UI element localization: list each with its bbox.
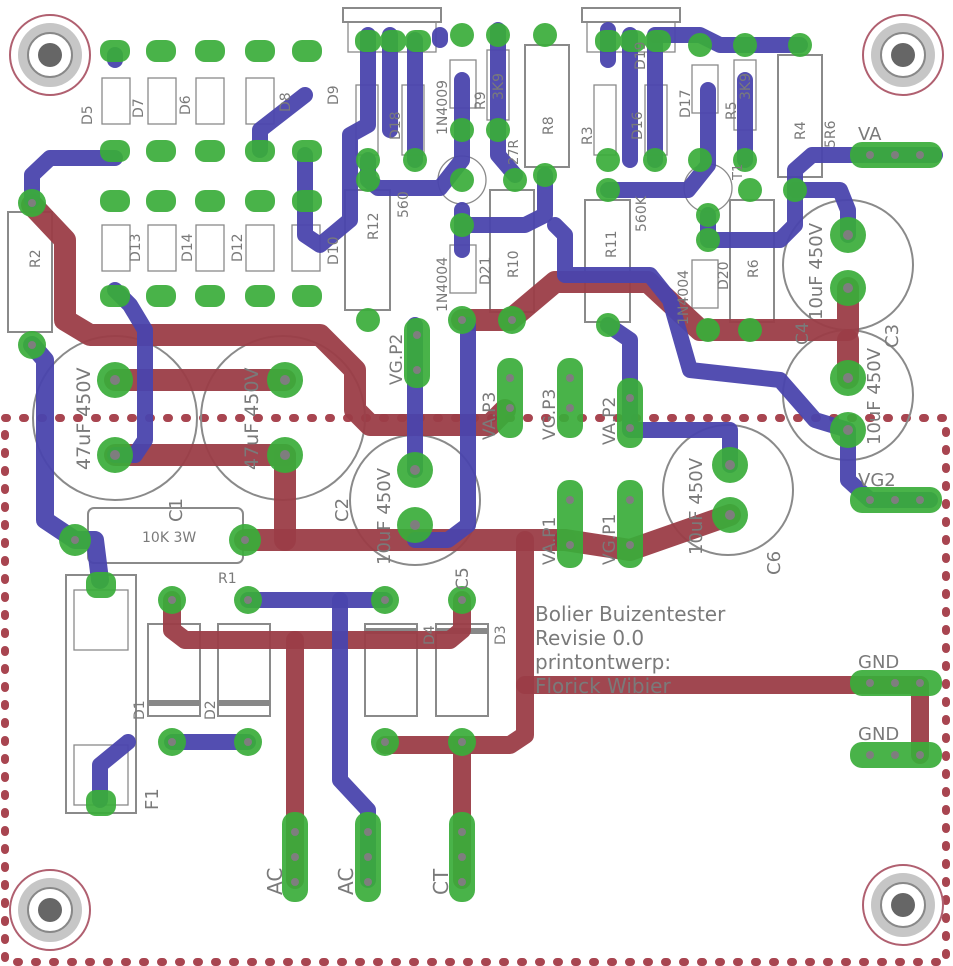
r11-label: R11 bbox=[604, 230, 620, 258]
r5-label: R5 bbox=[724, 101, 740, 120]
connector-label-ac-2: AC bbox=[334, 868, 358, 895]
d19-label: D19 bbox=[633, 41, 649, 70]
d6-label: D6 bbox=[178, 95, 194, 115]
net-label-va-p2: VA.P2 bbox=[600, 397, 620, 445]
d21-label: D21 bbox=[478, 256, 494, 285]
pads-layer bbox=[18, 23, 942, 902]
r1-value-label: 10K 3W bbox=[142, 530, 196, 546]
fuse-f1-label: F1 bbox=[142, 788, 163, 810]
net-label-va-p3: VA.P3 bbox=[480, 392, 500, 440]
c5-value-label: 10uF 450V bbox=[374, 467, 395, 565]
net-label-va-p1: VA.P1 bbox=[540, 517, 560, 565]
d17-label: D17 bbox=[678, 89, 694, 118]
d2-label: D2 bbox=[203, 700, 219, 720]
r10-label: R10 bbox=[506, 250, 522, 278]
net-label-vg-p2-left: VG.P2 bbox=[387, 334, 407, 385]
r12-value-label: 560 bbox=[396, 191, 412, 218]
c2-label: C2 bbox=[332, 498, 353, 522]
r5-value-label: 3K9 bbox=[738, 73, 754, 100]
net-label-va: VA bbox=[858, 124, 882, 145]
c4-value-label: 10uF 450V bbox=[806, 222, 827, 320]
d5-label: D5 bbox=[80, 105, 96, 125]
connector-label-ct: CT bbox=[429, 868, 453, 895]
net-label-vg2: VG2 bbox=[858, 470, 896, 491]
r4-label: R4 bbox=[793, 121, 809, 140]
r8-label: R8 bbox=[541, 116, 557, 135]
c4-label: C4 bbox=[793, 322, 813, 345]
mounting-hole-top-left bbox=[9, 14, 91, 96]
r12-label: R12 bbox=[366, 212, 382, 240]
r9-value-label: 3K9 bbox=[491, 73, 507, 100]
net-label-gnd-1: GND bbox=[858, 652, 899, 673]
c6-value-label: 10uF 450V bbox=[686, 457, 707, 555]
mounting-hole-bottom-left bbox=[9, 869, 91, 951]
r7-value-label: 27R bbox=[507, 139, 522, 165]
silkscreen-text: Bolier Buizentester Revisie 0.0 printont… bbox=[28, 41, 903, 895]
r1-label: R1 bbox=[218, 571, 237, 587]
d7-label: D7 bbox=[131, 98, 147, 118]
c6-label: C6 bbox=[764, 551, 785, 575]
mounting-hole-top-right bbox=[862, 14, 944, 96]
c1-label: C1 bbox=[166, 498, 187, 522]
d8-label: D8 bbox=[278, 92, 294, 112]
c2-value-label: 47uF 450V bbox=[241, 368, 263, 470]
net-label-vg-p1: VG.P1 bbox=[600, 514, 620, 565]
r3-label: R3 bbox=[580, 126, 596, 145]
diode-1n4004-a-label: 1N4004 bbox=[435, 257, 451, 312]
d14-label: D14 bbox=[180, 233, 196, 262]
d18-label: D18 bbox=[388, 111, 404, 140]
diode-1n4004-b-label: 1N4004 bbox=[676, 270, 692, 325]
r9-label: R9 bbox=[473, 91, 489, 110]
r11-value-label: 560K bbox=[634, 195, 650, 232]
c3-value-label: 10uF 450V bbox=[864, 347, 885, 445]
diode-1n4009-label: 1N4009 bbox=[435, 80, 451, 135]
c1-value-label: 47uF 450V bbox=[73, 368, 95, 470]
d3-label: D3 bbox=[493, 625, 509, 645]
board-design-label: printontwerp: bbox=[535, 650, 671, 674]
connector-label-ac-1: AC bbox=[263, 868, 287, 895]
d20-label: D20 bbox=[716, 261, 732, 290]
c3-label: C3 bbox=[882, 324, 903, 348]
mounting-hole-bottom-right bbox=[862, 864, 944, 946]
d1-label: D1 bbox=[132, 700, 148, 720]
r6-label: R6 bbox=[746, 259, 762, 278]
r2-label: R2 bbox=[28, 249, 44, 268]
d12-label: D12 bbox=[230, 233, 246, 262]
r4-value-label: 5R6 bbox=[823, 120, 839, 148]
board-title: Bolier Buizentester bbox=[535, 602, 726, 626]
c5-label: C5 bbox=[453, 567, 473, 590]
d16-label: D16 bbox=[630, 111, 646, 140]
d4-label: D4 bbox=[422, 625, 438, 645]
d10-label: D10 bbox=[326, 236, 342, 265]
net-label-vg-p3: VG.P3 bbox=[540, 389, 560, 440]
net-label-gnd-2: GND bbox=[858, 724, 899, 745]
transistor-t1-label: T1 bbox=[731, 164, 746, 181]
board-revision: Revisie 0.0 bbox=[535, 626, 644, 650]
d9-label: D9 bbox=[326, 85, 342, 105]
board-designer: Florick Wibier bbox=[535, 674, 671, 698]
d13-label: D13 bbox=[128, 233, 144, 262]
